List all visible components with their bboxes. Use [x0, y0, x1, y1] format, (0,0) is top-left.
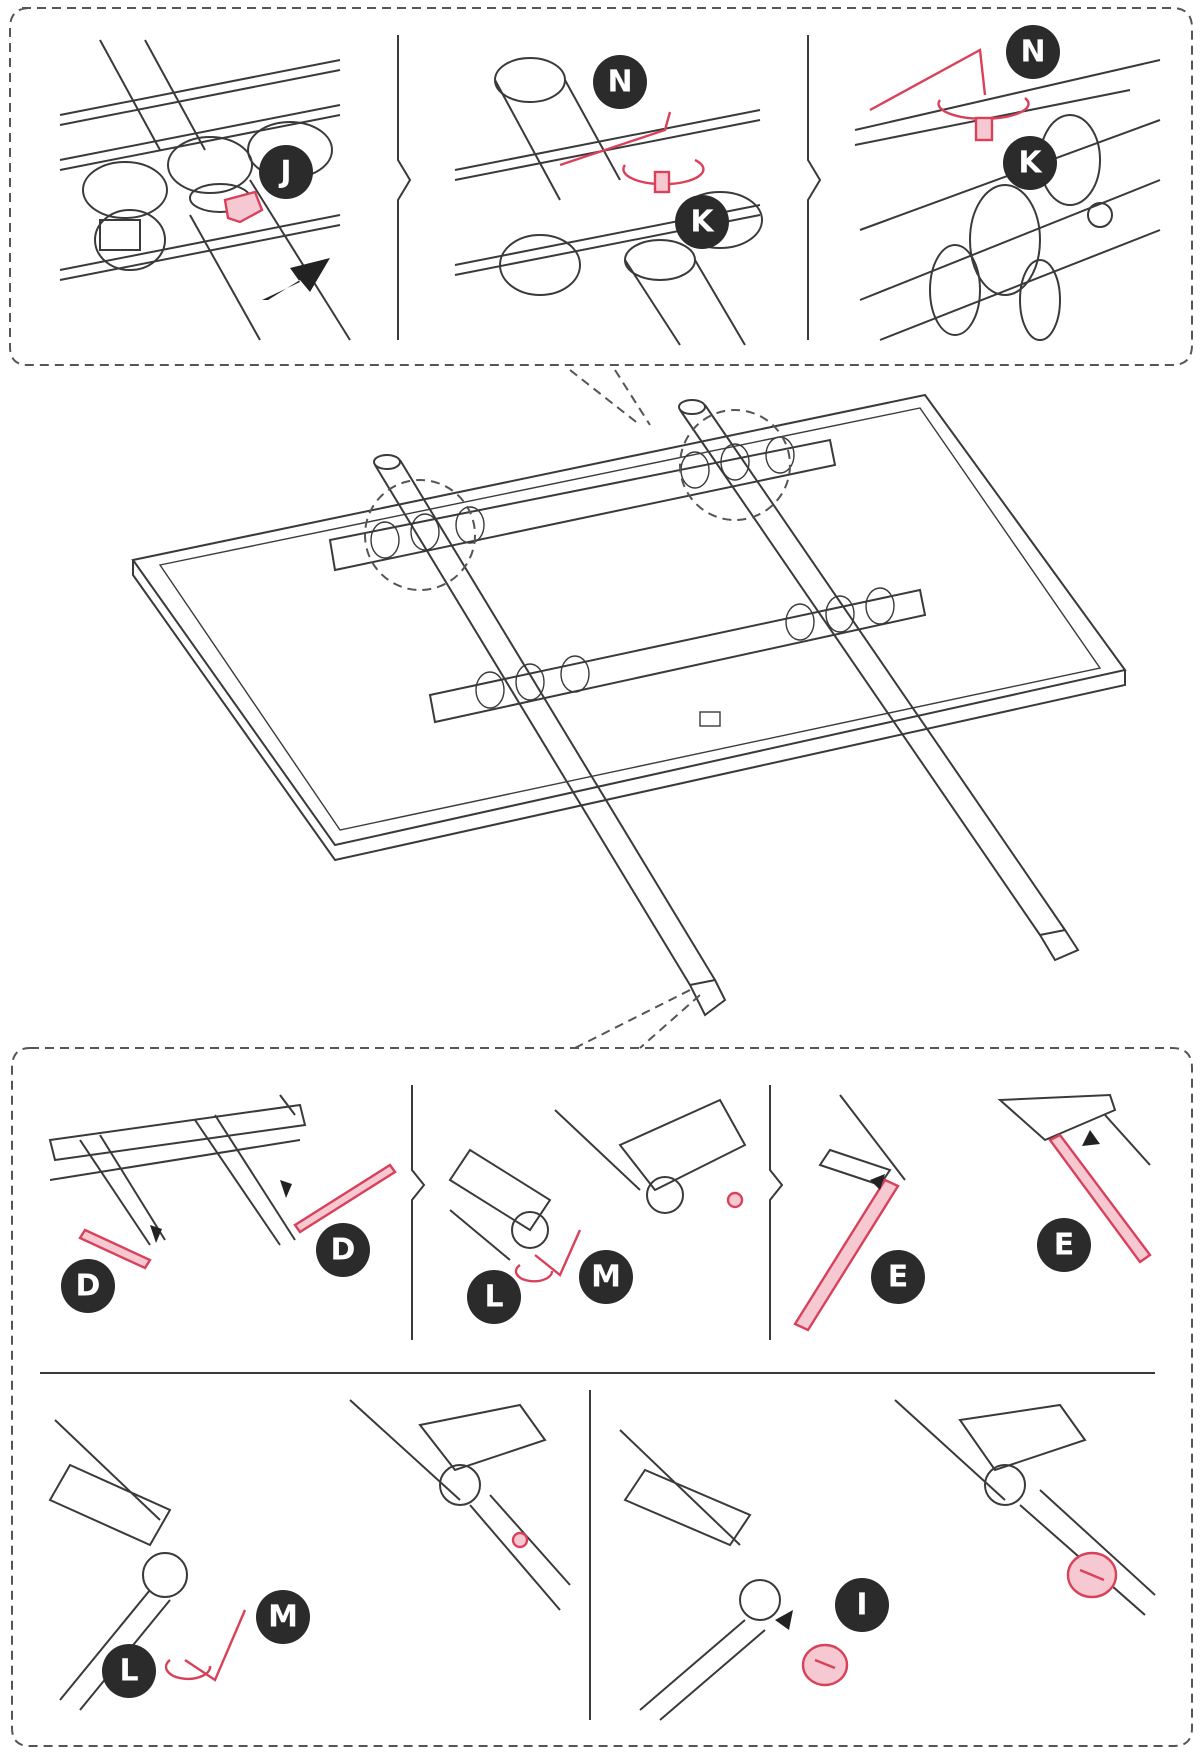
label-L-1-text: L: [484, 1280, 503, 1315]
bottom-detail-panel: [11, 1047, 1193, 1747]
bottom-step-LM: [448, 1098, 747, 1283]
label-E-2: E: [1037, 1218, 1091, 1272]
label-K-1-text: K: [690, 205, 715, 240]
top-step-3: [854, 48, 1161, 341]
tv-panel: [131, 393, 1127, 847]
label-M-2-text: M: [268, 1600, 298, 1635]
key-part-J: [223, 190, 264, 224]
top-step-1: [59, 39, 351, 341]
left-pole: [374, 464, 691, 986]
label-M-1: M: [579, 1250, 633, 1304]
label-L-2: L: [102, 1644, 156, 1698]
tv-with-stand: [131, 393, 1127, 1017]
label-N-1-text: N: [607, 65, 632, 100]
top-separator-1: [397, 35, 412, 340]
label-N-2-text: N: [1020, 35, 1045, 70]
label-E-1-text: E: [888, 1260, 909, 1295]
leg-E-left: [793, 1178, 900, 1332]
lower-bracket: [428, 588, 927, 724]
label-K-1: K: [675, 195, 729, 249]
label-N-2: N: [1006, 25, 1060, 79]
bottom-separator-1: [411, 1085, 426, 1340]
bottom-step-D: [48, 1094, 397, 1270]
leg-D-right: [293, 1163, 397, 1234]
detail-callout-left: [364, 479, 476, 591]
label-K-2: K: [1003, 136, 1057, 190]
insert-arrow: [262, 258, 330, 300]
upper-bracket: [328, 438, 837, 572]
bottom-step-I: [619, 1399, 1156, 1721]
label-D-2: D: [316, 1223, 370, 1277]
label-I-text: I: [856, 1588, 867, 1623]
label-I: I: [835, 1578, 889, 1632]
bottom-step-E: [793, 1093, 1152, 1332]
label-J-text: J: [278, 155, 291, 190]
leg-E-right: [1048, 1133, 1152, 1264]
top-detail-panel: [9, 7, 1193, 366]
label-K-2-text: K: [1018, 146, 1043, 181]
leg-D-left: [78, 1228, 152, 1270]
label-E-1: E: [871, 1250, 925, 1304]
label-L-1: L: [467, 1270, 521, 1324]
label-D-1: D: [61, 1259, 115, 1313]
bottom-separator-2: [769, 1085, 784, 1340]
detail-callout-right: [679, 409, 791, 521]
label-M-1-text: M: [591, 1260, 621, 1295]
label-D-1-text: D: [76, 1269, 101, 1304]
label-D-2-text: D: [331, 1233, 356, 1268]
allen-key-N-top3: [869, 48, 987, 112]
label-M-2: M: [256, 1590, 310, 1644]
label-L-2-text: L: [119, 1654, 138, 1689]
label-J: J: [259, 145, 313, 199]
bottom-step-LM-2: [48, 1399, 571, 1711]
right-pole: [679, 409, 1041, 936]
allen-key-N-top2: [559, 111, 672, 167]
label-E-2-text: E: [1054, 1228, 1075, 1263]
top-separator-2: [807, 35, 822, 340]
label-N-1: N: [593, 55, 647, 109]
